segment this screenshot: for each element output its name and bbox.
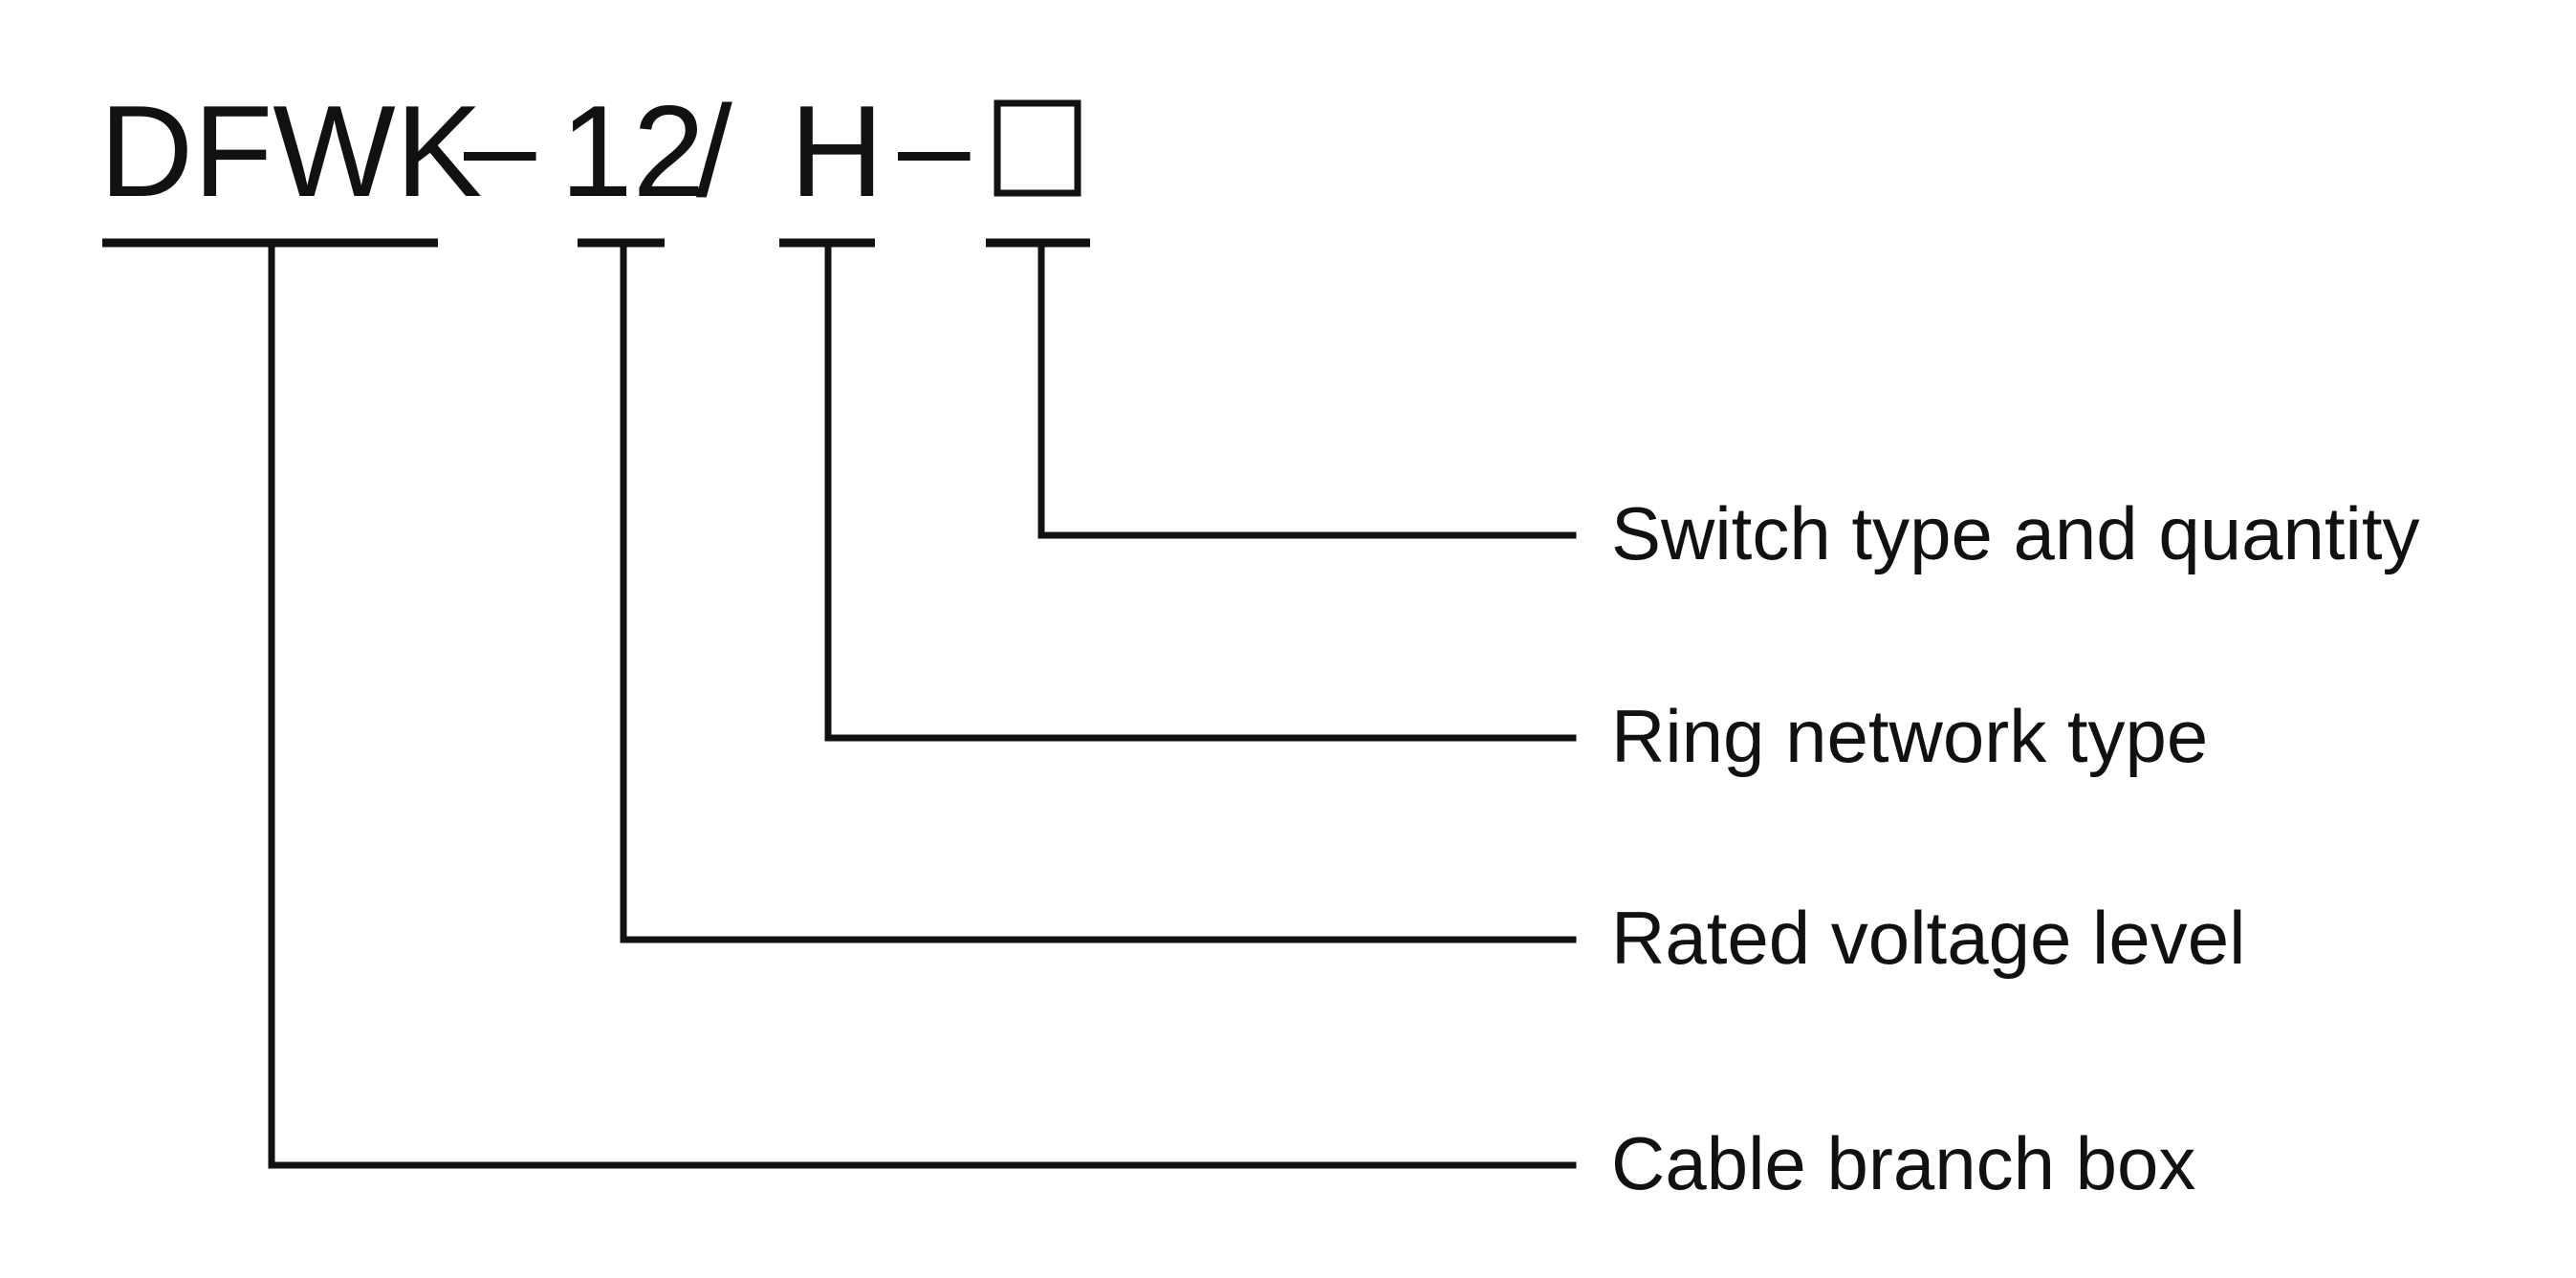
code-separator-1: – bbox=[464, 72, 536, 217]
code-separator-2: – bbox=[898, 72, 971, 217]
label-ring-network-type: Ring network type bbox=[1611, 694, 2208, 778]
code-voltage: 12 bbox=[560, 78, 705, 224]
code-slash: / bbox=[696, 78, 732, 224]
label-rated-voltage-level: Rated voltage level bbox=[1611, 896, 2245, 980]
leader-rated-voltage bbox=[620, 239, 1577, 943]
label-switch-type: Switch type and quantity bbox=[1611, 491, 2420, 575]
leader-switch bbox=[1037, 239, 1577, 539]
code-placeholder-box bbox=[993, 99, 1081, 197]
code-series: DFWK bbox=[99, 78, 482, 224]
code-type: H bbox=[790, 78, 884, 224]
label-cable-branch-box: Cable branch box bbox=[1611, 1121, 2195, 1205]
leader-cable-branch bbox=[268, 239, 1577, 1169]
leader-ring-network bbox=[824, 239, 1577, 742]
